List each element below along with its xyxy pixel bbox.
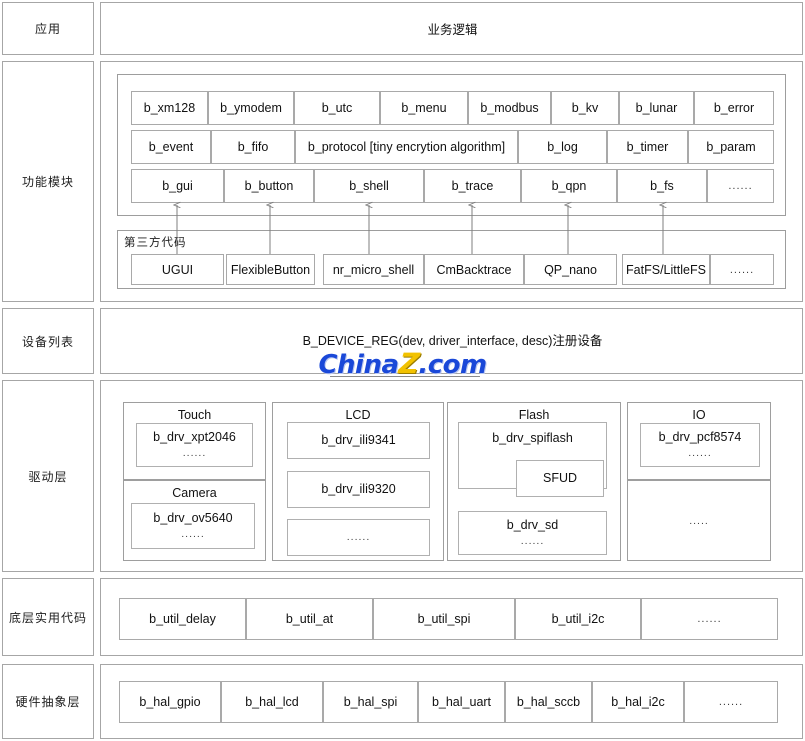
layer-label-application: 应用 (2, 2, 94, 55)
module-b_menu[interactable]: b_menu (380, 91, 468, 125)
third-party-flexiblebutton[interactable]: FlexibleButton (226, 254, 315, 285)
module-b_timer[interactable]: b_timer (607, 130, 688, 164)
driver-item-b_drv_ov5640[interactable]: b_drv_ov5640 ...... (131, 503, 255, 549)
layer-label-util: 底层实用代码 (2, 578, 94, 656)
hal-b_hal_sccb[interactable]: b_hal_sccb (505, 681, 592, 723)
layer-label-application-text: 应用 (34, 22, 61, 36)
driver-group-lcd-title: LCD (345, 408, 371, 422)
driver-group-camera-title: Camera (172, 486, 217, 500)
driver-item-b_drv_ov5640-dots: ...... (181, 528, 205, 541)
driver-group-io-more (627, 480, 771, 561)
hal-b_hal_spi[interactable]: b_hal_spi (323, 681, 418, 723)
layer-label-function-modules-text: 功能模块 (21, 175, 74, 189)
application-content: 业务逻辑 (427, 23, 478, 37)
driver-item-b_drv_ili9320-name: b_drv_ili9320 (321, 482, 396, 497)
driver-item-b_drv_pcf8574[interactable]: b_drv_pcf8574 ...... (640, 423, 760, 467)
driver-item-lcd-more: ...... (287, 519, 430, 556)
module-b_gui[interactable]: b_gui (131, 169, 224, 203)
driver-item-b_drv_xpt2046[interactable]: b_drv_xpt2046 ...... (136, 423, 253, 467)
util-b_util_at[interactable]: b_util_at (246, 598, 373, 640)
util-b_util_delay[interactable]: b_util_delay (119, 598, 246, 640)
module-b_fs[interactable]: b_fs (617, 169, 707, 203)
layer-label-hal-text: 硬件抽象层 (15, 695, 81, 709)
module-b_protocol[interactable]: b_protocol [tiny encrytion algorithm] (295, 130, 518, 164)
module-b_lunar[interactable]: b_lunar (619, 91, 694, 125)
driver-item-io-more: ..... (689, 514, 709, 527)
layer-label-hal: 硬件抽象层 (2, 664, 94, 739)
driver-group-touch-title: Touch (177, 408, 212, 422)
hal-more: ...... (684, 681, 778, 723)
third-party-qp_nano[interactable]: QP_nano (524, 254, 617, 285)
third-party-more: ...... (710, 254, 774, 285)
driver-item-lcd-more-text: ...... (346, 530, 371, 543)
hal-b_hal_uart[interactable]: b_hal_uart (418, 681, 505, 723)
watermark-brand: ChinaZ.com (0, 347, 805, 380)
driver-item-b_drv_pcf8574-dots: ...... (688, 447, 712, 460)
layer-label-device-list: 设备列表 (2, 308, 94, 374)
module-b_modbus[interactable]: b_modbus (468, 91, 551, 125)
hal-b_hal_lcd[interactable]: b_hal_lcd (221, 681, 323, 723)
third-party-ugui[interactable]: UGUI (131, 254, 224, 285)
layer-label-device-list-text: 设备列表 (21, 334, 74, 349)
layer-label-function-modules: 功能模块 (2, 61, 94, 302)
module-b_log[interactable]: b_log (518, 130, 607, 164)
driver-item-b_drv_spiflash-name: b_drv_spiflash (492, 431, 573, 445)
watermark-brand-z: Z (396, 347, 421, 380)
driver-item-b_drv_pcf8574-name: b_drv_pcf8574 (658, 430, 742, 445)
driver-item-b_drv_ili9320[interactable]: b_drv_ili9320 (287, 471, 430, 508)
third-party-nr_micro_shell[interactable]: nr_micro_shell (323, 254, 424, 285)
layer-label-util-text: 底层实用代码 (8, 610, 87, 625)
driver-item-sfud[interactable]: SFUD (516, 460, 604, 497)
device-list-content: B_DEVICE_REG(dev, driver_interface, desc… (302, 333, 603, 348)
driver-item-b_drv_ov5640-name: b_drv_ov5640 (153, 511, 233, 526)
driver-item-b_drv_sd-name: b_drv_sd (506, 518, 559, 533)
third-party-fatfs-littlefs[interactable]: FatFS/LittleFS (622, 254, 710, 285)
driver-group-flash-title: Flash (518, 408, 550, 422)
module-b_kv[interactable]: b_kv (551, 91, 619, 125)
module-b_error[interactable]: b_error (694, 91, 774, 125)
util-more: ...... (641, 598, 778, 640)
third-party-cmbacktrace[interactable]: CmBacktrace (424, 254, 524, 285)
module-b_trace[interactable]: b_trace (424, 169, 521, 203)
third-party-code-title: 第三方代码 (124, 237, 187, 249)
device-list-panel: B_DEVICE_REG(dev, driver_interface, desc… (100, 308, 803, 374)
module-b_qpn[interactable]: b_qpn (521, 169, 617, 203)
module-more: ...... (707, 169, 774, 203)
module-b_fifo[interactable]: b_fifo (211, 130, 295, 164)
module-b_event[interactable]: b_event (131, 130, 211, 164)
driver-item-sfud-name: SFUD (542, 471, 578, 486)
util-b_util_spi[interactable]: b_util_spi (373, 598, 515, 640)
driver-item-b_drv_sd[interactable]: b_drv_sd ...... (458, 511, 607, 555)
watermark-brand-part2: .com (418, 350, 487, 380)
watermark-brand-part1: China (318, 350, 399, 380)
driver-item-b_drv_ili9341-name: b_drv_ili9341 (321, 433, 396, 448)
util-b_util_i2c[interactable]: b_util_i2c (515, 598, 641, 640)
module-b_ymodem[interactable]: b_ymodem (208, 91, 294, 125)
layer-label-driver-text: 驱动层 (28, 469, 68, 484)
module-b_utc[interactable]: b_utc (294, 91, 380, 125)
module-b_param[interactable]: b_param (688, 130, 774, 164)
layer-label-driver: 驱动层 (2, 380, 94, 572)
module-b_xm128[interactable]: b_xm128 (131, 91, 208, 125)
driver-item-b_drv_sd-dots: ...... (520, 535, 545, 548)
driver-item-b_drv_xpt2046-dots: ...... (182, 447, 207, 460)
application-layer-panel: 业务逻辑 (100, 2, 803, 55)
hal-b_hal_i2c[interactable]: b_hal_i2c (592, 681, 684, 723)
watermark-rule (330, 376, 480, 377)
driver-group-io-title: IO (692, 408, 706, 422)
driver-item-b_drv_xpt2046-name: b_drv_xpt2046 (153, 430, 236, 445)
driver-item-b_drv_ili9341[interactable]: b_drv_ili9341 (287, 422, 430, 459)
module-b_button[interactable]: b_button (224, 169, 314, 203)
hal-b_hal_gpio[interactable]: b_hal_gpio (119, 681, 221, 723)
module-b_shell[interactable]: b_shell (314, 169, 424, 203)
